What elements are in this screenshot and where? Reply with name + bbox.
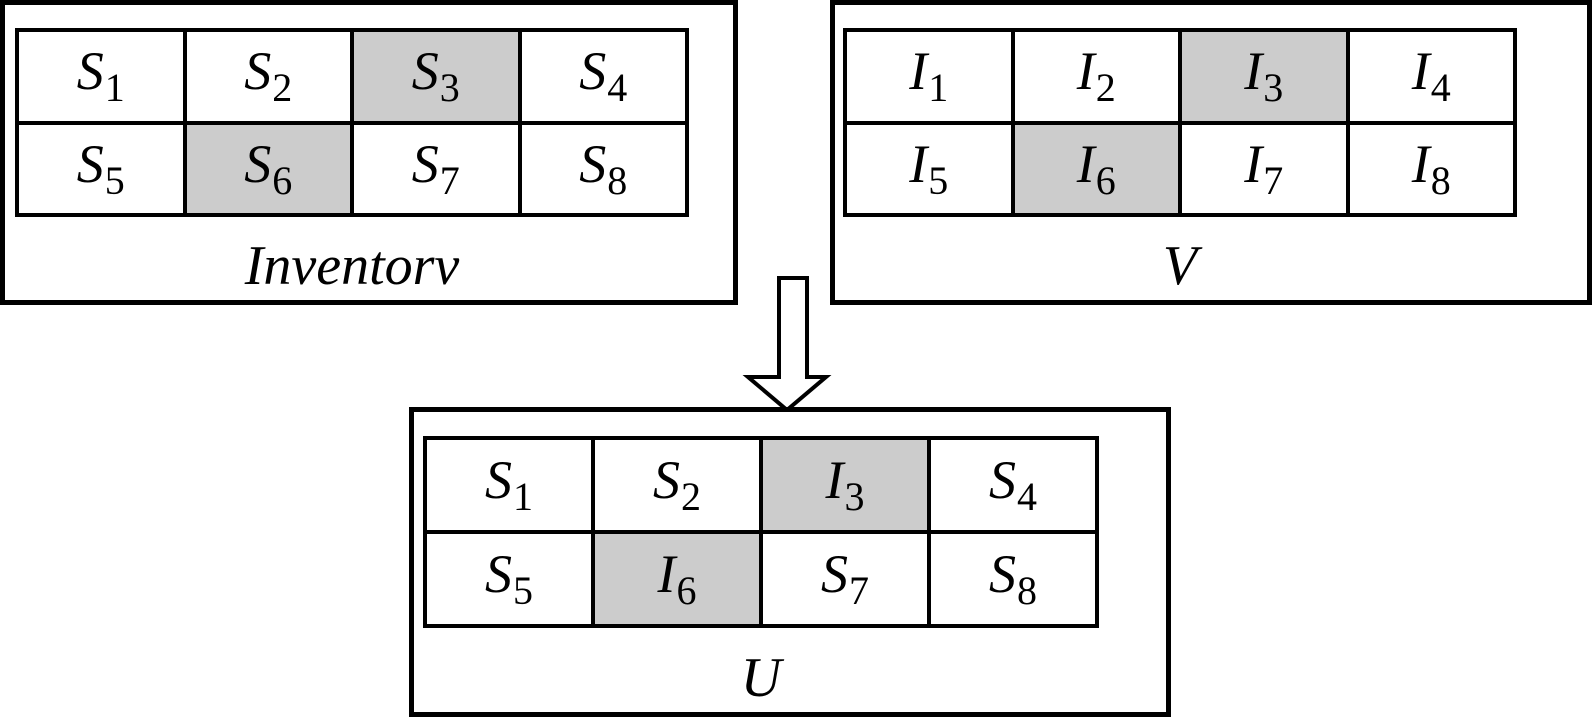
- grid-cell: S3: [350, 28, 522, 125]
- cell-subscript: 2: [272, 65, 293, 111]
- grid-cell: I6: [591, 530, 763, 628]
- grid-row: S5 S6 S7 S8: [15, 120, 689, 217]
- cell-subscript: 8: [1017, 568, 1037, 613]
- cell-subscript: 4: [607, 65, 628, 111]
- cell-subscript: 5: [513, 568, 533, 613]
- cell-symbol: S: [653, 450, 680, 510]
- cell-subscript: 7: [439, 157, 460, 203]
- cell-symbol: S: [76, 133, 104, 194]
- grid-cell: S6: [182, 120, 354, 217]
- down-arrow-icon: [742, 276, 832, 413]
- cell-symbol: S: [244, 133, 272, 194]
- cell-subscript: 3: [439, 65, 460, 111]
- grid-row: S5 I6 S7 S8: [423, 530, 1099, 628]
- grid-cell: I7: [1178, 120, 1350, 217]
- cell-subscript: 2: [681, 474, 701, 519]
- grid-cell: I6: [1010, 120, 1182, 217]
- grid-cell: I1: [843, 28, 1015, 125]
- cell-symbol: S: [411, 133, 439, 194]
- cell-subscript: 4: [1017, 474, 1037, 519]
- grid-cell: S8: [927, 530, 1099, 628]
- cell-subscript: 5: [104, 157, 125, 203]
- grid-row: I5 I6 I7 I8: [843, 120, 1517, 217]
- cell-symbol: S: [579, 41, 607, 102]
- cell-subscript: 5: [928, 157, 949, 203]
- cell-symbol: S: [411, 41, 439, 102]
- cell-symbol: S: [579, 133, 607, 194]
- grid-row: I1 I2 I3 I4: [843, 28, 1517, 125]
- grid-cell: S1: [15, 28, 187, 125]
- grid-row: S1 S2 S3 S4: [15, 28, 689, 125]
- cell-symbol: I: [1076, 41, 1095, 102]
- cell-subscript: 7: [849, 568, 869, 613]
- grid-cell: S5: [423, 530, 595, 628]
- cell-subscript: 8: [1430, 157, 1451, 203]
- grid-cell: S7: [759, 530, 931, 628]
- cell-symbol: S: [76, 41, 104, 102]
- cell-subscript: 3: [1263, 65, 1284, 111]
- cell-subscript: 1: [928, 65, 949, 111]
- grid-row: S1 S2 I3 S4: [423, 436, 1099, 534]
- cell-subscript: 4: [1430, 65, 1451, 111]
- cell-subscript: 8: [607, 157, 628, 203]
- cell-symbol: I: [1411, 133, 1430, 194]
- grid-cell: I8: [1345, 120, 1517, 217]
- arrow-shape: [742, 276, 832, 413]
- grid-cell: S4: [927, 436, 1099, 534]
- grid-cell: I3: [759, 436, 931, 534]
- cell-symbol: S: [989, 544, 1016, 604]
- grid-cell: S2: [182, 28, 354, 125]
- v-caption: V: [1162, 235, 1198, 297]
- grid-cell: I5: [843, 120, 1015, 217]
- cell-subscript: 6: [676, 568, 697, 613]
- cell-symbol: I: [1076, 133, 1095, 194]
- cell-symbol: S: [989, 450, 1016, 510]
- grid-cell: I4: [1345, 28, 1517, 125]
- cell-subscript: 6: [1095, 157, 1116, 203]
- u-grid: S1 S2 I3 S4 S5 I6 S7 S8: [423, 436, 1099, 628]
- cell-symbol: S: [821, 544, 848, 604]
- cell-symbol: S: [485, 450, 512, 510]
- grid-cell: S7: [350, 120, 522, 217]
- cell-symbol: I: [909, 41, 928, 102]
- cell-symbol: I: [909, 133, 928, 194]
- cell-symbol: I: [657, 544, 676, 604]
- grid-cell: S5: [15, 120, 187, 217]
- cell-subscript: 2: [1095, 65, 1116, 111]
- cell-subscript: 7: [1263, 157, 1284, 203]
- v-grid: I1 I2 I3 I4 I5 I6 I7 I8: [843, 28, 1517, 217]
- cell-subscript: 1: [104, 65, 125, 111]
- cell-symbol: I: [1244, 133, 1263, 194]
- cell-subscript: 3: [844, 474, 865, 519]
- cell-symbol: I: [1244, 41, 1263, 102]
- cell-symbol: S: [244, 41, 272, 102]
- grid-cell: S4: [517, 28, 689, 125]
- inventory-caption: Inventorv: [244, 235, 460, 297]
- grid-cell: I3: [1178, 28, 1350, 125]
- grid-cell: S8: [517, 120, 689, 217]
- cell-subscript: 1: [513, 474, 533, 519]
- cell-subscript: 6: [272, 157, 293, 203]
- grid-cell: S2: [591, 436, 763, 534]
- cell-symbol: S: [485, 544, 512, 604]
- u-caption: U: [740, 647, 782, 709]
- inventory-grid: S1 S2 S3 S4 S5 S6 S7 S8: [15, 28, 689, 217]
- cell-symbol: I: [1411, 41, 1430, 102]
- grid-cell: S1: [423, 436, 595, 534]
- cell-symbol: I: [825, 450, 844, 510]
- grid-cell: I2: [1010, 28, 1182, 125]
